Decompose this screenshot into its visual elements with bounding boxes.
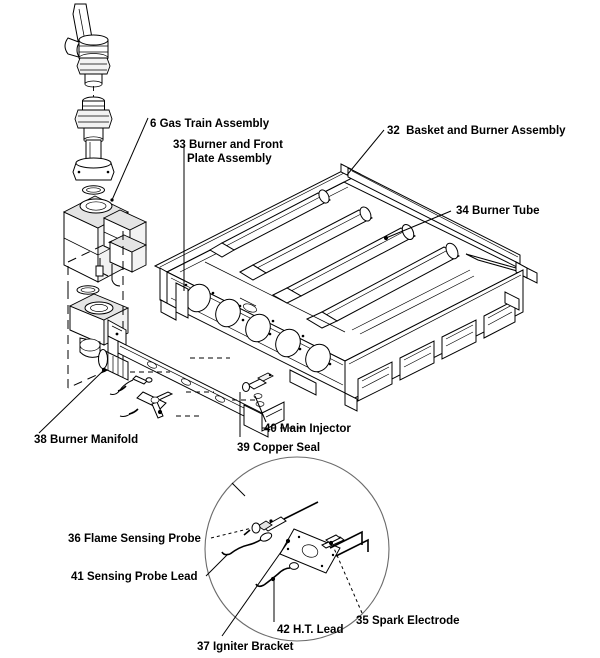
- burner-port-holes: [181, 283, 332, 373]
- label-sensing-probe-lead: 41 Sensing Probe Lead: [71, 571, 198, 583]
- detail-circle-graphic: [204, 456, 390, 642]
- label-burner-manifold: 38 Burner Manifold: [34, 434, 138, 446]
- callout-labels: 6 Gas Train Assembly 33 Burner and Front…: [34, 118, 566, 653]
- label-spark-electrode: 35 Spark Electrode: [356, 615, 460, 627]
- ht-lead-graphic: [255, 562, 299, 588]
- label-igniter-bracket: 37 Igniter Bracket: [197, 641, 294, 653]
- label-basket-and-burner-assembly: 32 Basket and Burner Assembly: [387, 125, 566, 137]
- burner-tube-3: [271, 224, 417, 304]
- side-panel-vents: [357, 299, 516, 402]
- leader-lines: [38, 117, 452, 637]
- burner-tube-1: [209, 189, 332, 258]
- label-main-injector: 40 Main Injector: [264, 423, 351, 435]
- loose-parts-graphic: [109, 375, 174, 419]
- label-copper-seal: 39 Copper Seal: [237, 442, 320, 454]
- label-flame-sensing-probe: 36 Flame Sensing Probe: [68, 533, 201, 545]
- label-burner-front-plate-line2: Plate Assembly: [187, 153, 272, 165]
- igniter-bracket-graphic: [279, 528, 345, 574]
- spark-electrode-graphic: [325, 530, 369, 557]
- sensing-probe-lead-graphic: [221, 532, 273, 556]
- basket-and-burner-assembly-graphic: [153, 163, 538, 412]
- label-ht-lead: 42 H.T. Lead: [277, 624, 343, 636]
- burner-manifold-graphic: [98, 319, 306, 438]
- flame-sensing-probe-graphic: [243, 501, 319, 536]
- label-gas-train-assembly: 6 Gas Train Assembly: [150, 118, 270, 130]
- label-burner-tube: 34 Burner Tube: [456, 205, 540, 217]
- burner-tube-2: [238, 206, 374, 281]
- label-burner-front-plate-line1: 33 Burner and Front: [173, 139, 283, 151]
- gas-train-assembly-graphic: [62, 3, 148, 389]
